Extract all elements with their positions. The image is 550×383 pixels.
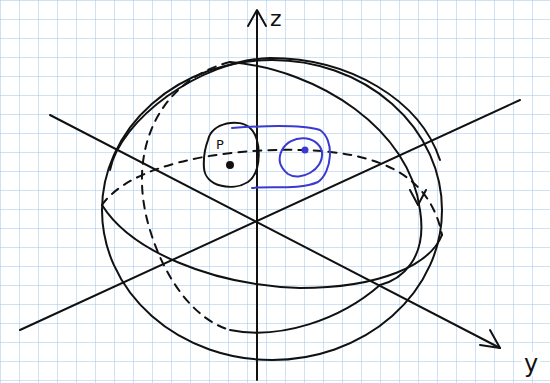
z-arrowhead: [248, 10, 266, 26]
y-axis: [50, 115, 500, 348]
equator-front: [102, 205, 442, 288]
blue-neighbourhood: [232, 126, 330, 188]
z-axis: [256, 12, 258, 380]
great-circle-lower: [230, 285, 380, 333]
point-dot: [227, 162, 233, 168]
y-arrowhead: [480, 330, 500, 348]
blue-dot: [303, 148, 308, 153]
region-blob: [204, 123, 259, 187]
great-circle-back: [142, 62, 230, 330]
great-circle-front: [230, 62, 421, 285]
axis-label: z: [268, 8, 284, 30]
sphere-outline: [102, 60, 442, 360]
axis-label: y: [522, 352, 540, 376]
x-axis: [20, 100, 520, 330]
circle-arrowhead: [410, 190, 426, 205]
axis-label: P: [214, 138, 226, 151]
blue-blob: [280, 138, 323, 176]
equator-back: [102, 150, 442, 235]
